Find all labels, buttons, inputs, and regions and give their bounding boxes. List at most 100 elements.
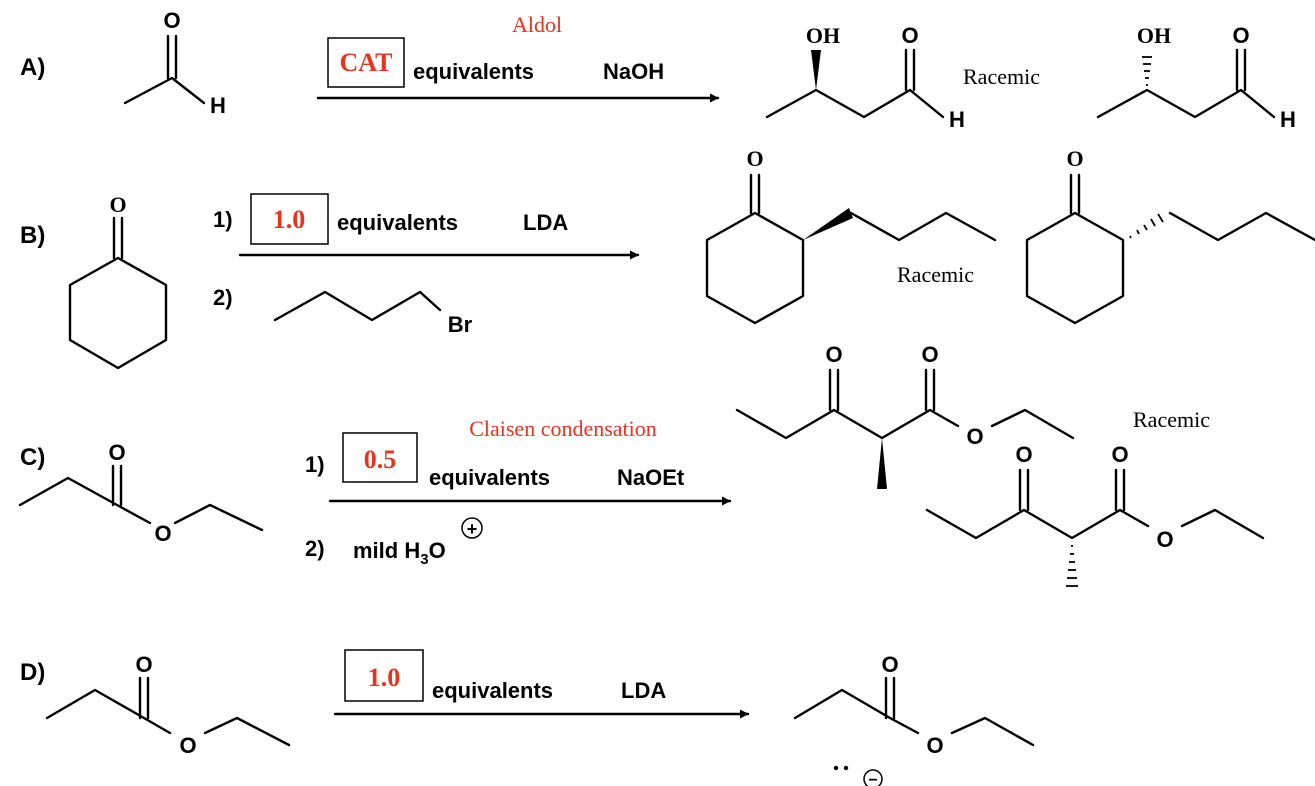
amount-box <box>327 37 405 88</box>
charge-sign: − <box>868 772 877 786</box>
product-skeleton <box>1096 88 1276 119</box>
atom-o: O <box>154 521 171 546</box>
product-skeleton-right <box>990 408 1075 440</box>
lone-pair-dot <box>843 765 849 771</box>
wedge-bond <box>811 50 821 90</box>
hash-bond <box>1066 545 1078 587</box>
ester-enolate-structure: O O − <box>793 652 1035 786</box>
atom-o: O <box>1232 23 1249 48</box>
equivalents-label: equivalents <box>429 465 550 490</box>
atom-o: O <box>926 733 943 758</box>
atom-h: H <box>210 93 226 118</box>
reagent-naoh: NaOH <box>603 59 664 84</box>
hash-bond <box>1129 213 1164 239</box>
acetaldehyde-structure: O H <box>123 8 226 118</box>
step-2-label: 2) <box>213 285 233 310</box>
amount-box <box>342 432 418 483</box>
wedge-bond <box>803 208 853 240</box>
atom-o: O <box>1156 527 1173 552</box>
lone-pair-dot <box>833 765 839 771</box>
negative-charge: − <box>863 769 883 786</box>
reaction-name-claisen: Claisen condensation <box>469 416 657 441</box>
workup-subscript: 3 <box>420 551 428 568</box>
positive-charge: + <box>461 517 483 539</box>
ester-skeleton-right <box>173 503 264 532</box>
atom-o: O <box>921 342 938 367</box>
step-2-label: 2) <box>305 536 325 561</box>
reaction-a-label: A) <box>20 54 45 81</box>
alkylated-ketone-s: O <box>1025 146 1315 325</box>
claisen-product-s: O O O <box>925 442 1265 587</box>
amount-value: 0.5 <box>364 445 397 474</box>
atom-oh: OH <box>806 23 840 48</box>
product-skeleton-left <box>925 508 1150 540</box>
hash-bond <box>1142 56 1152 86</box>
aldol-product-r: OH O H <box>765 23 965 132</box>
butyl-bromide-chain <box>273 290 442 322</box>
aldol-product-s: OH O H <box>1096 23 1296 132</box>
atom-o: O <box>825 342 842 367</box>
atom-oh: OH <box>1137 23 1171 48</box>
workup-formula: mild H3O <box>353 538 446 568</box>
atom-o: O <box>1111 442 1128 467</box>
reaction-a: A) O H Aldol CAT equivalents NaOH OH O H… <box>20 8 1296 132</box>
reagent-lda: LDA <box>523 210 568 235</box>
atom-o: O <box>108 440 125 465</box>
racemic-label: Racemic <box>963 64 1040 89</box>
atom-o: O <box>966 424 983 449</box>
reaction-b: B) O 1) 1.0 equivalents LDA 2) Br O Race… <box>20 146 1315 370</box>
equivalents-label: equivalents <box>337 210 458 235</box>
charge-sign: + <box>467 519 478 539</box>
enolate-skeleton-left <box>793 688 920 735</box>
amount-box <box>344 649 424 702</box>
workup-text: mild H <box>353 538 420 563</box>
atom-o: O <box>179 733 196 758</box>
cyclohexanone-structure: O <box>68 192 168 370</box>
atom-h: H <box>1280 107 1296 132</box>
step-1-label: 1) <box>213 207 233 232</box>
atom-o: O <box>901 23 918 48</box>
atom-o: O <box>1015 442 1032 467</box>
ethyl-propanoate-structure: O O <box>45 652 291 758</box>
product-skeleton <box>765 88 945 119</box>
equivalents-label: equivalents <box>413 59 534 84</box>
charge-circle <box>863 769 883 786</box>
racemic-label: Racemic <box>897 262 974 287</box>
atom-br: Br <box>448 312 473 337</box>
step-1-label: 1) <box>305 452 325 477</box>
reaction-c: C) O O Claisen condensation 1) 0.5 equiv… <box>18 342 1265 587</box>
reaction-c-label: C) <box>20 444 45 471</box>
ester-skeleton-right <box>203 716 291 747</box>
equivalents-label: equivalents <box>432 678 553 703</box>
reagent-naoet: NaOEt <box>617 465 685 490</box>
racemic-label: Racemic <box>1133 407 1210 432</box>
acetaldehyde-skeleton <box>123 76 206 105</box>
claisen-product-r: O O O <box>735 342 1075 489</box>
reaction-name-aldol: Aldol <box>512 12 562 37</box>
reaction-d-label: D) <box>20 659 45 686</box>
product-skeleton-right <box>1180 508 1265 540</box>
wedge-bond <box>877 438 887 489</box>
product-skeleton-left <box>735 408 960 440</box>
atom-h: H <box>949 107 965 132</box>
atom-o: O <box>746 146 763 171</box>
amount-value: 1.0 <box>273 205 306 234</box>
butyl-chain <box>1168 211 1315 242</box>
alkylated-ketone-r: O <box>705 146 997 325</box>
cyclohexane-ring <box>705 211 805 325</box>
reaction-b-label: B) <box>20 222 45 249</box>
cyclohexane-ring <box>68 256 168 370</box>
reaction-d: D) O O 1.0 equivalents LDA O O <box>20 649 1035 786</box>
ester-skeleton-left <box>18 476 152 525</box>
amount-box <box>250 193 329 245</box>
atom-o: O <box>1066 146 1083 171</box>
amount-value: CAT <box>340 48 393 77</box>
atom-o: O <box>881 652 898 677</box>
atom-o: O <box>135 652 152 677</box>
atom-o: O <box>163 8 180 33</box>
ester-skeleton-left <box>45 688 172 735</box>
cyclohexane-ring <box>1025 211 1125 325</box>
reagent-lda: LDA <box>621 678 666 703</box>
amount-value: 1.0 <box>368 663 401 692</box>
